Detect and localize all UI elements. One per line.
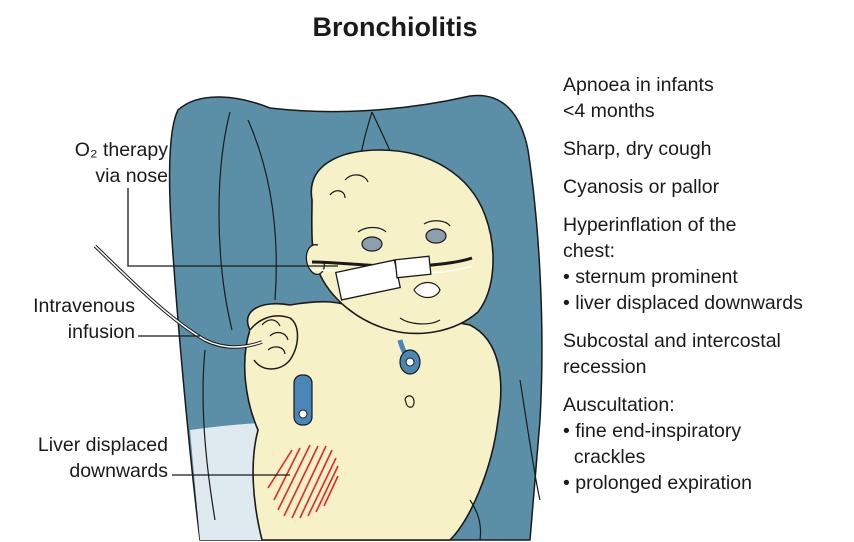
feature-line: Hyperinflation of the — [563, 212, 853, 238]
feature-line: Subcostal and intercostal — [563, 328, 853, 354]
feature-line: Apnoea in infants — [563, 72, 853, 98]
feature-line: • fine end-inspiratory — [563, 418, 853, 444]
label-intravenous-infusion: Intravenous infusion — [0, 293, 135, 345]
feature-line: recession — [563, 354, 853, 380]
feature-line: Sharp, dry cough — [563, 136, 853, 162]
label-o2-therapy: O₂ therapy via nose — [20, 137, 168, 189]
feature-item: Auscultation: • fine end-inspiratory cra… — [563, 392, 853, 496]
label-line: Liver displaced — [0, 432, 168, 458]
right-eye — [426, 229, 446, 243]
label-line: via nose — [20, 163, 168, 189]
feature-line: chest: — [563, 238, 853, 264]
feature-item: Sharp, dry cough — [563, 136, 853, 162]
label-line: infusion — [0, 319, 135, 345]
feature-line: <4 months — [563, 98, 853, 124]
feature-line: crackles — [563, 444, 853, 470]
label-line: O₂ therapy — [20, 137, 168, 163]
feature-line: Cyanosis or pallor — [563, 174, 853, 200]
feature-line: • liver displaced downwards — [563, 290, 853, 316]
feature-item: Apnoea in infants <4 months — [563, 72, 853, 124]
label-liver-displaced: Liver displaced downwards — [0, 432, 168, 484]
feature-item: Hyperinflation of the chest: • sternum p… — [563, 212, 853, 316]
chest-electrode-left — [294, 375, 312, 425]
feature-line: • prolonged expiration — [563, 470, 853, 496]
feature-line: Auscultation: — [563, 392, 853, 418]
label-line: downwards — [0, 458, 168, 484]
clinical-features-list: Apnoea in infants <4 months Sharp, dry c… — [563, 72, 853, 508]
feature-line: • sternum prominent — [563, 264, 853, 290]
feature-item: Cyanosis or pallor — [563, 174, 853, 200]
feature-item: Subcostal and intercostal recession — [563, 328, 853, 380]
tape-patch — [395, 256, 431, 277]
label-line: Intravenous — [0, 293, 135, 319]
left-eye — [362, 237, 382, 251]
